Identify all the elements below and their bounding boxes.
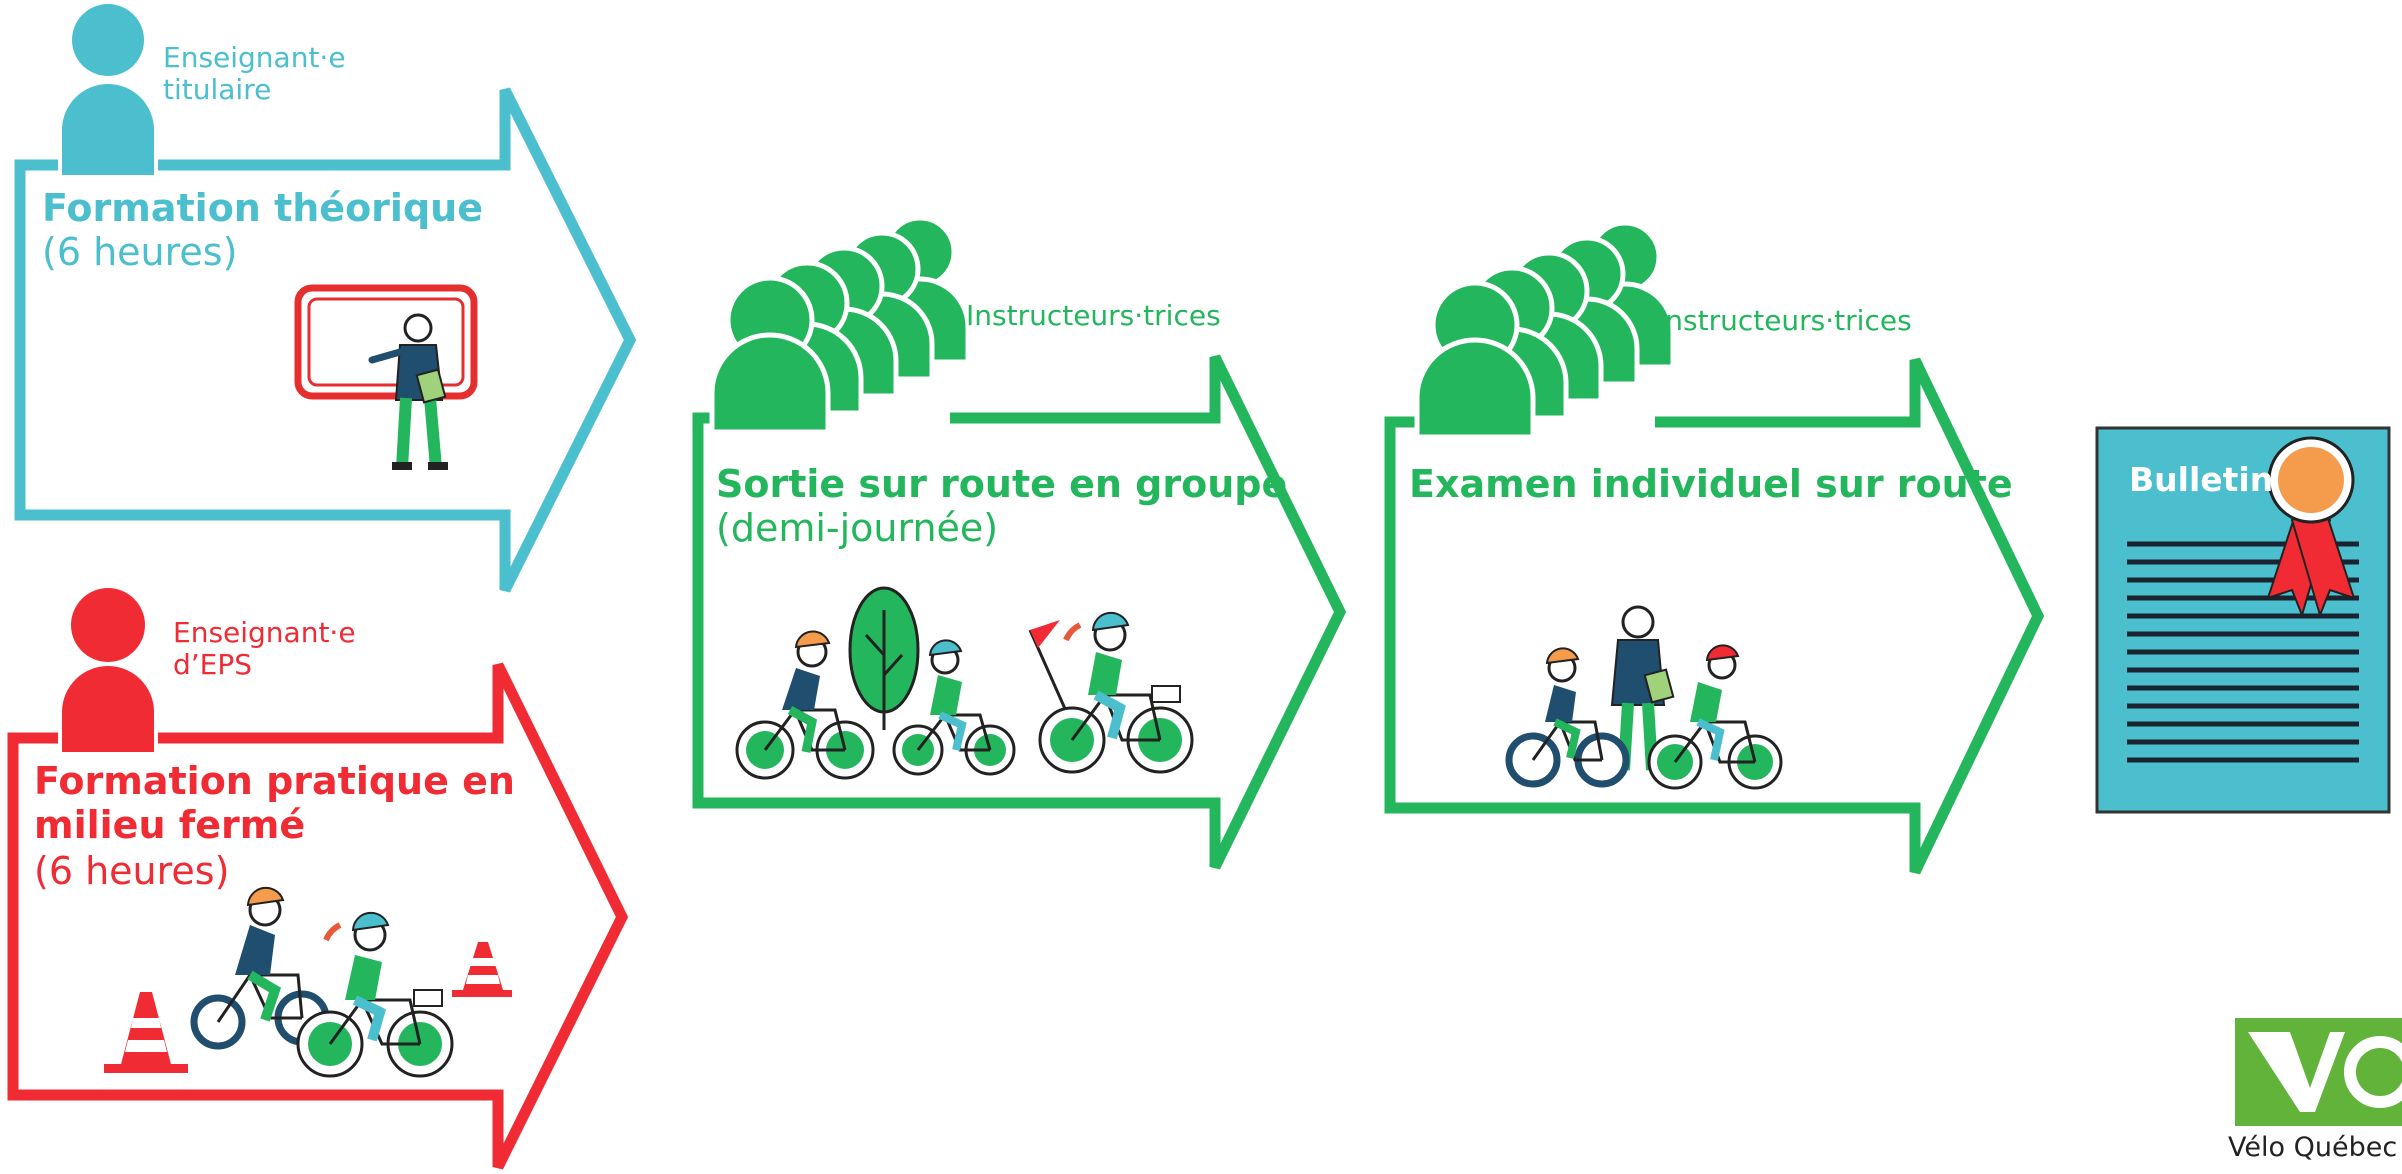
exam-role-label: Instructeurs·trices xyxy=(1657,304,1912,337)
teacher-person-icon xyxy=(58,4,158,180)
group-ride-instructors-icon xyxy=(709,215,971,435)
cyclist-icon xyxy=(1038,611,1194,774)
exam-instructors-icon xyxy=(1414,220,1676,440)
flag-icon xyxy=(1028,620,1072,721)
theory-title: Formation théorique xyxy=(42,186,483,230)
pe-teacher-role-label: Enseignant·e d’EPS xyxy=(173,616,356,682)
whiteboard-teacher-icon xyxy=(294,284,478,470)
practice-title-line-1: Formation pratique en xyxy=(34,759,515,803)
practice-title-line-2: milieu fermé xyxy=(34,802,306,847)
pe-teacher-role-line-2: d’EPS xyxy=(173,648,253,682)
velo-quebec-logo xyxy=(2235,1018,2402,1126)
group-ride-arrow xyxy=(692,354,1347,870)
theory-arrow xyxy=(14,87,637,593)
group-ride-duration: (demi-journée) xyxy=(716,506,999,550)
teacher-role-label: Enseignant·e titulaire xyxy=(163,41,346,107)
exam-title: Examen individuel sur route xyxy=(1409,462,2013,506)
cyclist-icon xyxy=(1505,647,1630,788)
theory-duration: (6 heures) xyxy=(42,230,238,274)
tree-icon xyxy=(848,586,920,730)
cyclist-icon xyxy=(1647,644,1783,790)
group-ride-title: Sortie sur route en groupe xyxy=(716,462,1288,506)
pe-teacher-person-icon xyxy=(58,588,158,752)
certificate-label: Bulletin xyxy=(2129,460,2274,499)
cyclist-icon xyxy=(735,630,875,780)
practice-title: Formation pratique en milieu fermé xyxy=(34,759,515,847)
teacher-role-line-2: titulaire xyxy=(163,73,272,107)
cyclist-icon xyxy=(296,911,454,1078)
velo-quebec-logo-text: Vélo Québec xyxy=(2228,1132,2398,1163)
practice-arrow xyxy=(7,662,629,1170)
group-ride-role-label: Instructeurs·trices xyxy=(966,299,1221,332)
pe-teacher-role-line-1: Enseignant·e xyxy=(173,616,356,649)
exam-arrow xyxy=(1384,357,2045,875)
cyclist-icon xyxy=(892,639,1016,776)
traffic-cone-icon xyxy=(104,992,188,1073)
ribbon-medal-icon xyxy=(2266,436,2356,619)
teacher-role-line-1: Enseignant·e xyxy=(163,41,346,74)
practice-duration: (6 heures) xyxy=(34,849,230,893)
traffic-cone-icon xyxy=(452,942,512,997)
